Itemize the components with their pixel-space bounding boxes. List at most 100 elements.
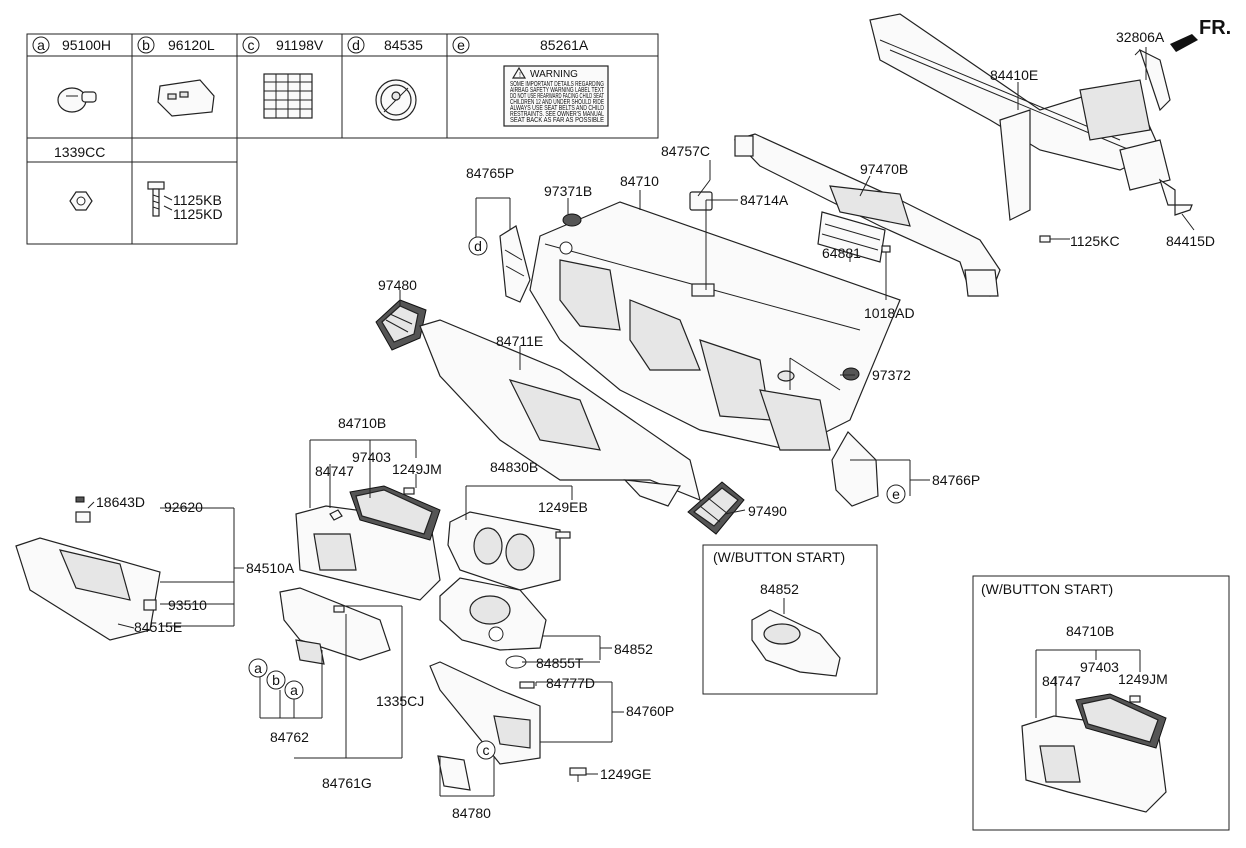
legend-cell-e: e 85261A ! WARNING SOME IMPORTANT DETAIL… xyxy=(452,36,609,127)
air-vent-97490 xyxy=(687,481,745,535)
label-84760P: 84760P xyxy=(626,703,674,719)
label-84762: 84762 xyxy=(270,729,309,745)
label-64881: 64881 xyxy=(822,245,861,261)
legend-cell-c: c 91198V xyxy=(242,36,324,119)
legend-a-part: 95100H xyxy=(62,37,111,53)
lower-panel-84760P xyxy=(429,661,587,782)
legend-bolt1-part: 1125KB xyxy=(173,192,222,208)
warning-line-1: SOME IMPORTANT DETAILS REGARDING xyxy=(510,81,604,88)
column-shroud-84852 xyxy=(439,577,547,669)
legend-cell-nut: 1339CC xyxy=(54,144,105,211)
legend-b-letter: b xyxy=(142,37,150,53)
legend-cell-bolt: 1125KB 1125KD xyxy=(147,181,223,222)
legend-b-part: 96120L xyxy=(168,37,215,53)
inset2-84747: 84747 xyxy=(1042,673,1081,689)
callout-c: c xyxy=(483,742,490,758)
legend-nut-part: 1339CC xyxy=(54,144,105,160)
callout-d: d xyxy=(474,238,482,254)
legend-cell-a: a 95100H xyxy=(32,36,111,113)
label-92620: 92620 xyxy=(164,499,203,515)
main-frame-84711E xyxy=(419,319,701,507)
center-facia-84710B xyxy=(295,485,441,601)
callout-b: b xyxy=(272,672,280,688)
label-84747: 84747 xyxy=(315,463,354,479)
label-84855T: 84855T xyxy=(536,655,584,671)
label-97372: 97372 xyxy=(872,367,911,383)
leader-lines xyxy=(87,47,1195,797)
label-84757C: 84757C xyxy=(661,143,710,159)
label-97371B: 97371B xyxy=(544,183,592,199)
inset-button-start-84710B: (W/BUTTON START) 84710B 84747 97403 1249… xyxy=(972,575,1230,831)
warning-line-3: DO NOT USE REARWARD FACING CHILD SEAT xyxy=(510,93,604,100)
label-84711E: 84711E xyxy=(496,333,543,349)
nut-1339CC-icon xyxy=(69,191,93,211)
label-18643D: 18643D xyxy=(96,494,145,510)
airbag-off-label-84535-icon xyxy=(375,79,417,121)
legend-cell-b: b 96120L xyxy=(137,36,215,117)
label-32806A: 32806A xyxy=(1116,29,1165,45)
label-97480: 97480 xyxy=(378,277,417,293)
cowl-crossbar-assembly xyxy=(869,13,1193,243)
inset1-part: 84852 xyxy=(760,581,799,597)
label-84852: 84852 xyxy=(614,641,653,657)
label-84765P: 84765P xyxy=(466,165,514,181)
clip-95100H-icon xyxy=(57,87,97,113)
label-84710B: 84710B xyxy=(338,415,386,431)
label-1249JM: 1249JM xyxy=(392,461,442,477)
label-1018AD: 1018AD xyxy=(864,305,915,321)
circled-callouts: d e a b a c xyxy=(248,236,906,760)
warning-line-5: ALWAYS USE SEAT BELTS AND CHILD xyxy=(510,105,604,112)
legend-e-letter: e xyxy=(457,37,465,53)
label-97470B: 97470B xyxy=(860,161,908,177)
callout-e: e xyxy=(892,486,900,502)
inset2-97403: 97403 xyxy=(1080,659,1119,675)
legend-a-letter: a xyxy=(37,37,45,53)
warning-line-2: AIRBAG SAFETY WARNING LABEL TEXT xyxy=(510,87,605,94)
legend-e-part: 85261A xyxy=(540,37,589,53)
label-84777D: 84777D xyxy=(546,675,595,691)
side-cover-84765P xyxy=(499,225,531,303)
inset2-1249JM: 1249JM xyxy=(1118,671,1168,687)
warning-label-85261A: ! WARNING SOME IMPORTANT DETAILS REGARDI… xyxy=(503,65,609,127)
legend-d-part: 84535 xyxy=(384,37,423,53)
side-cover-84766P xyxy=(831,431,879,507)
front-label: FR. xyxy=(1199,17,1231,39)
legend-table: a 95100H b 96120L c 91198V xyxy=(26,33,659,245)
bracket-64881 xyxy=(817,211,891,284)
defroster-duct-97470B xyxy=(733,133,1001,297)
label-1125KC: 1125KC xyxy=(1070,233,1120,249)
inset1-title: (W/BUTTON START) xyxy=(713,549,845,565)
cover-84780 xyxy=(437,755,471,791)
warning-title: WARNING xyxy=(530,69,578,80)
label-84714A: 84714A xyxy=(740,192,789,208)
callout-a-2: a xyxy=(290,682,298,698)
inset2-title: (W/BUTTON START) xyxy=(981,581,1113,597)
warning-line-6: RESTRAINTS. SEE OWNER'S MANUAL xyxy=(510,111,604,118)
bolt-1125KB-icon xyxy=(147,181,173,217)
bracket-96120L-icon xyxy=(157,79,215,117)
label-97490: 97490 xyxy=(748,503,787,519)
label-84766P: 84766P xyxy=(932,472,980,488)
callout-a-1: a xyxy=(254,660,262,676)
label-1249GE: 1249GE xyxy=(600,766,651,782)
label-84415D: 84415D xyxy=(1166,233,1215,249)
warning-line-7: SEAT BACK AS FAR AS POSSIBLE xyxy=(510,117,604,124)
label-84515E: 84515E xyxy=(134,619,182,635)
legend-d-letter: d xyxy=(352,37,360,53)
label-84410E: 84410E xyxy=(990,67,1038,83)
warning-line-4: CHILDREN 12 AND UNDER SHOULD RIDE xyxy=(510,99,604,106)
label-1249EB: 1249EB xyxy=(538,499,588,515)
side-air-vent-97480 xyxy=(375,299,427,351)
cluster-facia-84830B xyxy=(447,511,571,591)
crash-pad-84710 xyxy=(529,191,901,451)
legend-bolt2-part: 1125KD xyxy=(173,206,223,222)
label-84710: 84710 xyxy=(620,173,659,189)
front-direction-indicator: FR. xyxy=(1170,17,1231,52)
legend-c-part: 91198V xyxy=(276,37,324,53)
inset2-84710B: 84710B xyxy=(1066,623,1114,639)
svg-text:!: ! xyxy=(519,72,521,79)
label-1335CJ: 1335CJ xyxy=(376,693,424,709)
label-84510A: 84510A xyxy=(246,560,295,576)
